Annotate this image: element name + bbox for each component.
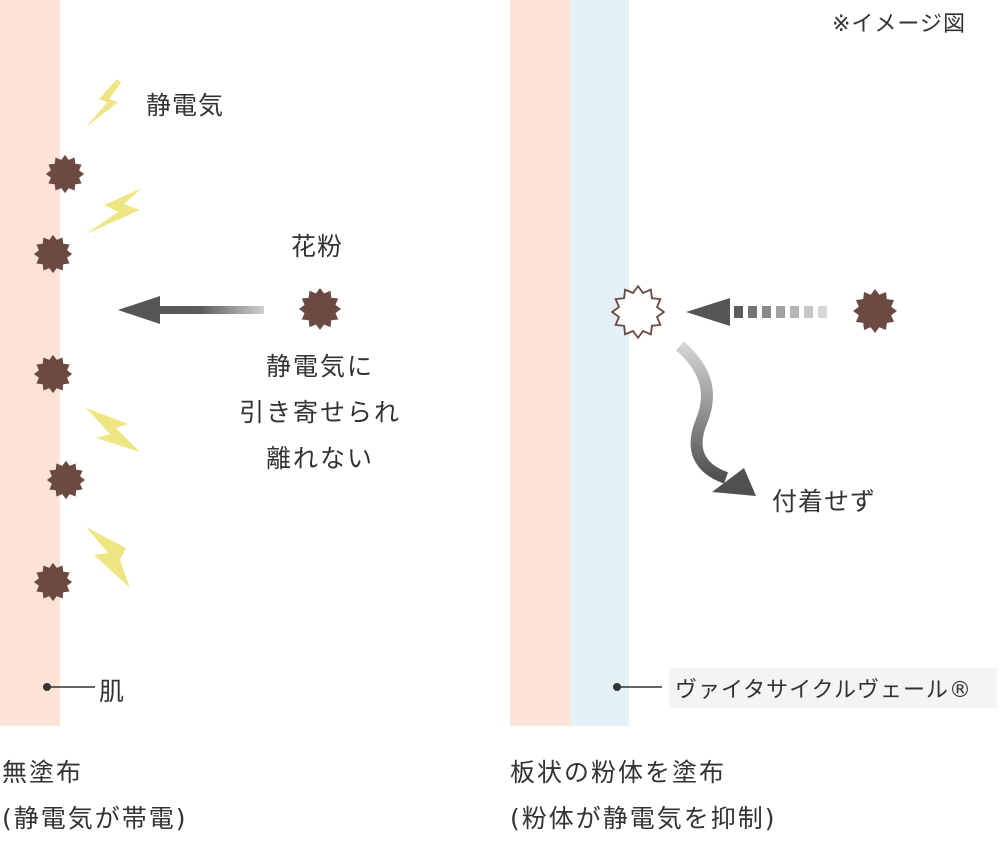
caption-line: (静電気が帯電): [2, 804, 188, 833]
right-caption: 板状の粉体を塗布 (粉体が静電気を抑制): [510, 750, 777, 842]
pollen-star-icon: [33, 562, 73, 602]
lightning-bolt-icon: [86, 408, 140, 452]
bullet-dot-icon: [43, 683, 95, 691]
static-electricity-label: 静電気: [146, 91, 225, 120]
bullet-dot-icon: [613, 683, 662, 691]
no-adhesion-label: 付着せず: [772, 487, 877, 516]
pollen-label: 花粉: [291, 232, 344, 261]
pollen-star-icon: [299, 288, 341, 330]
pollen-star-outline-icon: [611, 285, 665, 339]
coating-label: ヴァイタサイクルヴェール®: [669, 668, 997, 708]
pollen-star-icon: [33, 354, 73, 394]
pollen-star-icon: [45, 154, 85, 194]
pollen-star-icon: [33, 234, 73, 274]
attraction-line: 離れない: [265, 444, 374, 473]
lightning-bolt-icon: [86, 79, 122, 127]
coating-band-right: [570, 0, 629, 726]
arrow-left-icon: [118, 296, 264, 324]
left-caption: 無塗布 (静電気が帯電): [2, 750, 188, 842]
dotted-arrow-left-icon: [686, 298, 827, 326]
caption-line: (粉体が静電気を抑制): [510, 804, 777, 833]
lightning-bolt-icon: [86, 527, 130, 588]
caption-line: 板状の粉体を塗布: [510, 758, 727, 787]
image-note: ※イメージ図: [832, 12, 966, 37]
pollen-star-icon: [853, 289, 897, 333]
curved-arrow-icon: [675, 341, 756, 496]
pollen-star-icon: [46, 460, 86, 500]
skin-band-right: [510, 0, 570, 726]
attraction-line: 引き寄せられ: [238, 398, 401, 427]
attraction-line: 静電気に: [265, 352, 374, 381]
attraction-description: 静電気に 引き寄せられ 離れない: [210, 344, 430, 482]
skin-label: 肌: [99, 677, 126, 706]
lightning-bolt-icon: [86, 188, 142, 234]
caption-line: 無塗布: [2, 758, 84, 787]
